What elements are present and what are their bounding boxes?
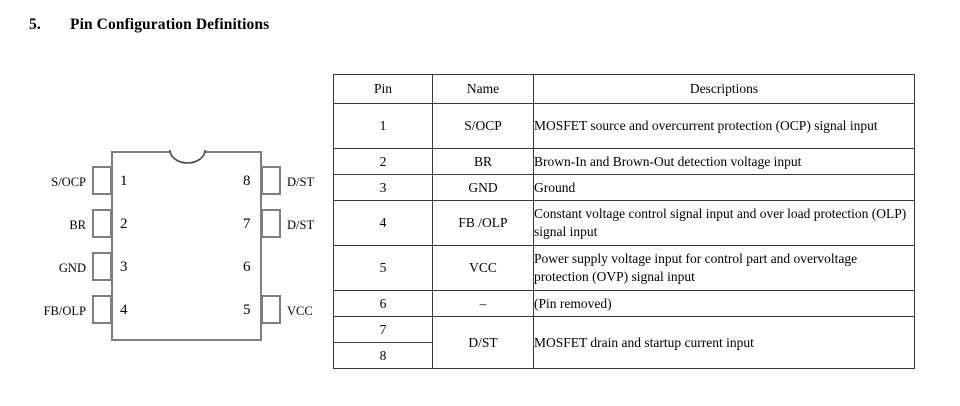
pin-configuration-diagram: 1 2 3 4 8 7 6 5 S/OCP BR GND FB/OLP D/ST…: [0, 60, 330, 370]
pin-tab-7: [261, 209, 281, 238]
column-header-pin: Pin: [333, 74, 433, 104]
pin-label-fb-olp: FB/OLP: [43, 304, 86, 318]
table-row: 8: [333, 342, 915, 369]
table-row: 4 FB /OLP Constant voltage control signa…: [333, 200, 915, 246]
cell-pin: 5: [333, 245, 433, 291]
pin-tab-3: [92, 252, 112, 281]
pin-tab-4: [92, 295, 112, 324]
pin-label-dst-8: D/ST: [287, 175, 315, 189]
cell-pin: 2: [333, 148, 433, 175]
cell-description: MOSFET source and overcurrent protection…: [533, 103, 915, 149]
cell-description: Constant voltage control signal input an…: [533, 200, 915, 246]
table-row: 7 D/ST MOSFET drain and startup current …: [333, 316, 915, 369]
pin-tab-8: [261, 166, 281, 195]
cell-name: BR: [432, 148, 534, 175]
cell-description: Ground: [533, 174, 915, 201]
table-row: 3 GND Ground: [333, 174, 915, 201]
pin-number-4: 4: [120, 302, 128, 318]
pin-label-br: BR: [69, 218, 86, 232]
cell-pin: 7: [333, 316, 433, 343]
pin-tab-5: [261, 295, 281, 324]
cell-name: VCC: [432, 245, 534, 291]
page-title: 5. Pin Configuration Definitions: [29, 16, 269, 34]
pin-number-5: 5: [243, 302, 251, 318]
column-header-name: Name: [432, 74, 534, 104]
cell-pin: 8: [333, 342, 433, 369]
pin-label-gnd: GND: [58, 261, 86, 275]
pin-number-1: 1: [120, 173, 128, 189]
pin-tab-1: [92, 166, 112, 195]
cell-pin: 3: [333, 174, 433, 201]
section-number: 5.: [29, 16, 41, 33]
cell-pin: 1: [333, 103, 433, 149]
cell-pin: 4: [333, 200, 433, 246]
pin-number-6: 6: [243, 259, 251, 275]
table-row: 2 BR Brown-In and Brown-Out detection vo…: [333, 148, 915, 175]
pin-label-socp: S/OCP: [51, 175, 86, 189]
pin-label-dst-7: D/ST: [287, 218, 315, 232]
section-title-text: Pin Configuration Definitions: [70, 16, 270, 33]
package-notch-icon: [169, 149, 206, 164]
table-row: 5 VCC Power supply voltage input for con…: [333, 245, 915, 291]
cell-description: Brown-In and Brown-Out detection voltage…: [533, 148, 915, 175]
cell-description: (Pin removed): [533, 290, 915, 317]
cell-name: D/ST: [432, 316, 534, 369]
cell-name: –: [432, 290, 534, 317]
table-row: 6 – (Pin removed): [333, 290, 915, 317]
column-header-descriptions: Descriptions: [533, 74, 915, 104]
cell-description: MOSFET drain and startup current input: [533, 316, 915, 369]
pin-definitions-table: Pin Name Descriptions 1 S/OCP MOSFET sou…: [333, 74, 915, 369]
cell-pin: 6: [333, 290, 433, 317]
cell-name: GND: [432, 174, 534, 201]
cell-name: FB /OLP: [432, 200, 534, 246]
cell-description: Power supply voltage input for control p…: [533, 245, 915, 291]
chip-package-outline: [111, 151, 262, 341]
table-header-row: Pin Name Descriptions: [333, 74, 915, 104]
pin-label-vcc: VCC: [287, 304, 313, 318]
pin-number-8: 8: [243, 173, 251, 189]
table-row: 1 S/OCP MOSFET source and overcurrent pr…: [333, 103, 915, 149]
pin-number-3: 3: [120, 259, 128, 275]
pin-number-7: 7: [243, 216, 251, 232]
pin-tab-2: [92, 209, 112, 238]
cell-name: S/OCP: [432, 103, 534, 149]
pin-number-2: 2: [120, 216, 128, 232]
